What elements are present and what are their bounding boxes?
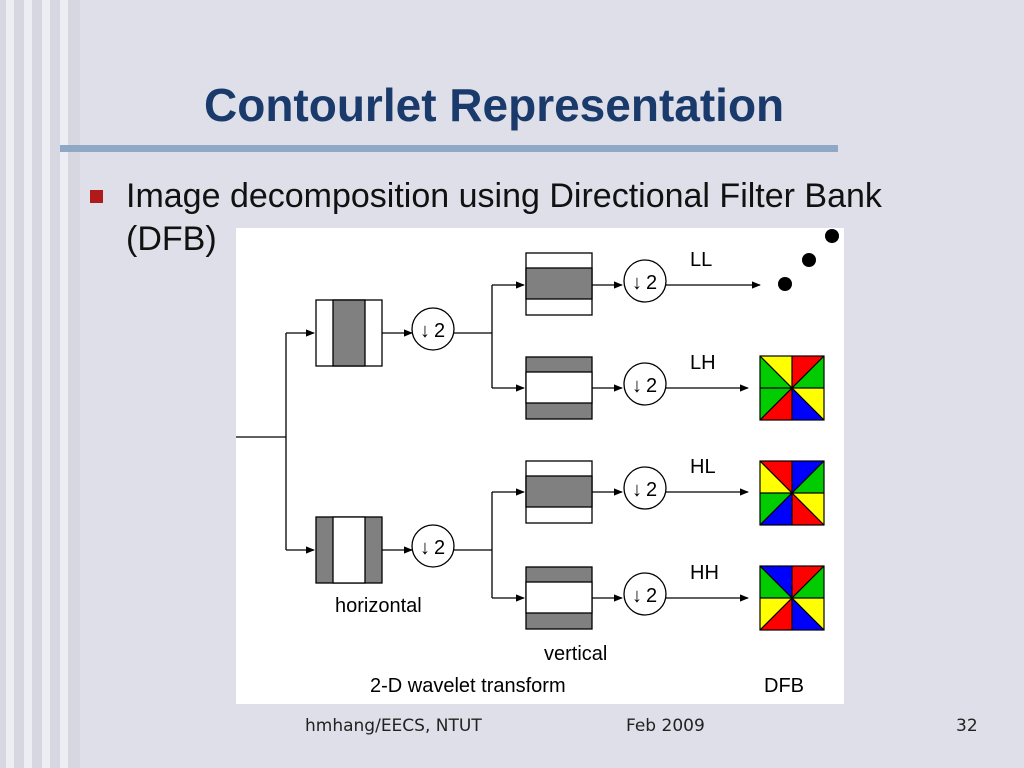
dfb-caption: DFB: [764, 675, 804, 697]
down-factor: 2: [646, 272, 657, 294]
title-divider: [60, 145, 838, 152]
dfb-block-hh: [759, 565, 825, 631]
vertical-filter-ll: [525, 252, 593, 316]
svg-text:↓: ↓: [632, 479, 642, 501]
footer-author: hmhang/EECS, NTUT: [305, 716, 482, 736]
vertical-filter-lh: [525, 356, 593, 420]
bullet-marker: [90, 190, 103, 203]
decorative-stripes: [0, 0, 80, 768]
vertical-filter-hh: [525, 566, 593, 630]
wavelet-caption: 2-D wavelet transform: [370, 675, 566, 697]
downsampler-hh: [623, 572, 667, 616]
continuation-dot: [825, 229, 839, 243]
continuation-dot: [778, 277, 792, 291]
downsampler-hl: [623, 466, 667, 510]
down-factor: 2: [646, 375, 657, 397]
down-factor: 2: [434, 537, 445, 559]
svg-text:↓: ↓: [420, 537, 430, 559]
downsampler-horizontal-lower: [411, 524, 455, 568]
subband-label-lh: LH: [690, 352, 716, 374]
horizontal-filter-highpass: [315, 516, 383, 584]
subband-label-hl: HL: [690, 456, 716, 478]
bullet-text: Image decomposition using Directional Fi…: [126, 177, 882, 258]
horizontal-label: horizontal: [335, 595, 422, 617]
svg-text:↓: ↓: [420, 320, 430, 342]
vertical-label: vertical: [544, 643, 607, 665]
contourlet-diagram: ↓2 ↓2 ↓2 ↓2 ↓2 ↓2 LL LH HL HH: [236, 228, 844, 704]
downsampler-lh: [623, 362, 667, 406]
down-factor: 2: [434, 320, 445, 342]
continuation-dot: [802, 253, 816, 267]
down-factor: 2: [646, 479, 657, 501]
subband-label-hh: HH: [690, 562, 719, 584]
footer-date: Feb 2009: [626, 716, 705, 736]
downsampler-horizontal-upper: [411, 307, 455, 351]
svg-text:↓: ↓: [632, 375, 642, 397]
svg-text:↓: ↓: [632, 272, 642, 294]
down-factor: 2: [646, 585, 657, 607]
page-number: 32: [956, 716, 978, 736]
dfb-block-lh: [759, 355, 825, 421]
slide-title: Contourlet Representation: [204, 79, 785, 131]
horizontal-filter-lowpass: [315, 299, 383, 367]
vertical-filter-hl: [525, 460, 593, 524]
dfb-block-hl: [759, 460, 825, 526]
subband-label-ll: LL: [690, 249, 712, 271]
svg-text:↓: ↓: [632, 585, 642, 607]
downsampler-ll: [623, 259, 667, 303]
